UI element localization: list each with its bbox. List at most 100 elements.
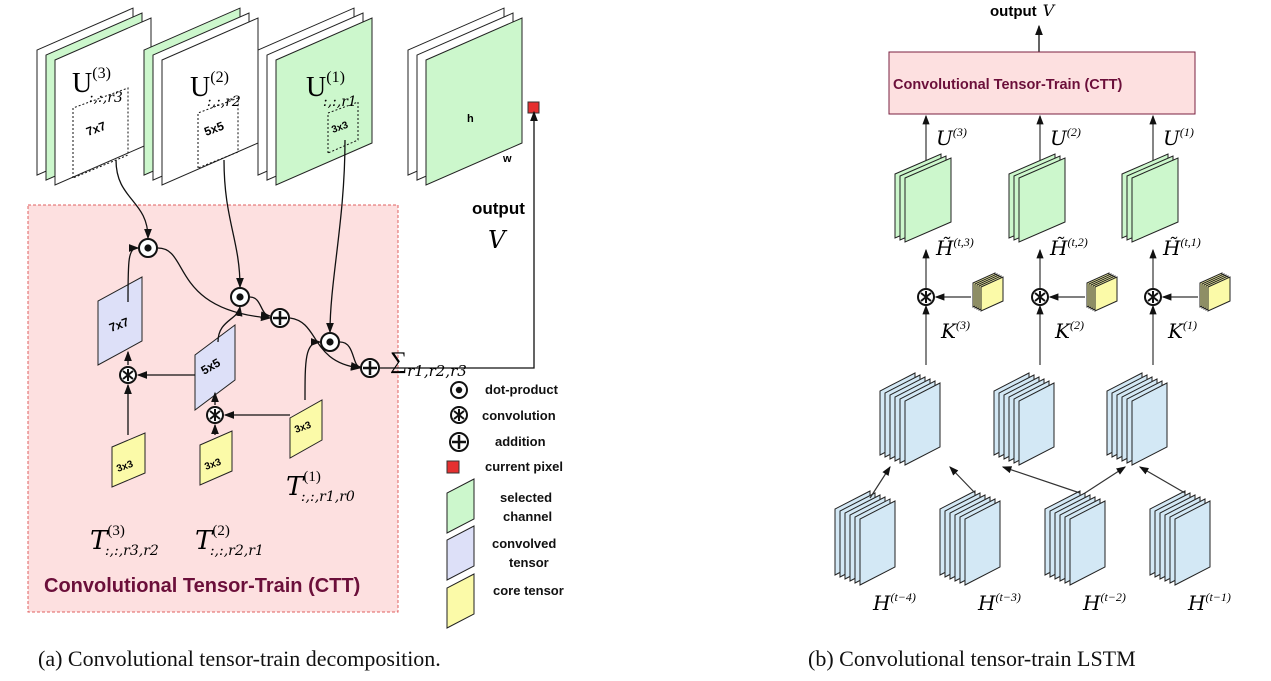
convolution-op-1-star (122, 369, 134, 381)
kernel-sheet-2 (1207, 276, 1231, 312)
convolution-op-1 (119, 366, 137, 384)
history-arrow-2 (1001, 466, 1081, 494)
convolution-op-b-0 (917, 288, 935, 306)
legend-channel: channel (503, 509, 552, 524)
history-sheet-1 (964, 500, 1001, 586)
selected-channel-swatch (446, 478, 475, 534)
core-label-t2: T(2):,:,r2,r1 (195, 523, 264, 559)
addition-icon (449, 432, 469, 452)
convolved-tensor-swatch (446, 525, 475, 581)
core-label-t3: T(3):,:,r3,r2 (90, 523, 159, 559)
core-tensor-1 (289, 399, 323, 459)
connectors-a (115, 110, 538, 435)
output-w-label: w (502, 153, 512, 165)
htilde-sheet-0 (904, 157, 952, 243)
history-arrow-4 (1138, 466, 1186, 494)
input-label-u2: U(2):,:,r2 (190, 69, 241, 110)
kernel-label-2: K(1) (1167, 318, 1197, 343)
history-label-0: H(t−4) (872, 590, 916, 615)
input-label-u1: U(1):,:,r1 (306, 69, 357, 110)
addition-icon-cross (452, 435, 466, 449)
hidden-mid-sheet-0 (904, 382, 941, 466)
caption-a: (a) Convolutional tensor-train decomposi… (38, 646, 441, 671)
convolved-tensor-7x7 (97, 276, 143, 366)
history-sheet-3 (1174, 500, 1211, 586)
core-tensor-3 (111, 432, 146, 488)
dot-product-op-3 (320, 332, 340, 352)
kernel-box-3x3 (327, 101, 359, 154)
convolution-op-2 (206, 406, 224, 424)
addition-op-2 (360, 358, 380, 378)
ctt-title-a: Convolutional Tensor-Train (CTT) (44, 575, 360, 597)
sheet-u3 (54, 17, 152, 186)
output-h-label: h (467, 113, 474, 125)
kernel-label-5x5: 5x5 (202, 119, 226, 139)
legend-dot-product: dot-product (485, 382, 559, 397)
sum-label: ∑r1,r2,r3 (390, 348, 467, 380)
kernel-box-7x7 (72, 87, 129, 179)
dot-product-op-2-dot (236, 293, 244, 301)
dot-product-op-3-dot (326, 338, 334, 346)
output-label: output (472, 199, 525, 218)
kernel-sheet-1 (1094, 276, 1118, 312)
history-label-3: H(t−1) (1187, 590, 1231, 615)
convolution-op-b-2-star (1147, 291, 1159, 303)
dot-product-icon (450, 381, 468, 399)
ctt-title-b: Convolutional Tensor-Train (CTT) (893, 77, 1122, 93)
history-arrow-0 (869, 465, 891, 499)
convolution-op-2-star (209, 409, 221, 421)
sheet-output-v (425, 17, 523, 186)
caption-b: (b) Convolutional tensor-train LSTM (808, 646, 1136, 671)
htilde-sheet-2 (1131, 157, 1179, 243)
kernel-sheet-0 (980, 276, 1004, 312)
core-label-t1: T(1):,:,r1,r0 (286, 469, 355, 505)
u-label-b-1: U(2) (1050, 125, 1081, 150)
convolution-icon (450, 406, 468, 424)
addition-op-1-cross (273, 311, 287, 325)
legend-current-pixel: current pixel (485, 459, 563, 474)
core-tensor-2 (199, 430, 233, 486)
htilde-label-0: H̃(t,3) (935, 235, 974, 260)
htilde-sheet-1 (1018, 157, 1066, 243)
legend-tensor: tensor (509, 555, 549, 570)
kernel-box-5x5 (197, 97, 239, 169)
legend-addition: addition (495, 434, 546, 449)
sheet-u1 (275, 17, 373, 186)
hidden-mid-sheet-1 (1018, 382, 1055, 466)
convolution-op-b-1-star (1034, 291, 1046, 303)
u-label-b-0: U(3) (936, 125, 967, 150)
history-arrow-3 (1084, 466, 1127, 494)
convolution-icon-star (453, 409, 465, 421)
history-sheet-0 (859, 500, 896, 586)
dot-product-op-2 (230, 287, 250, 307)
convolved-tensor-5x5 (194, 324, 236, 411)
convolved-label-7x7: 7x7 (107, 315, 131, 335)
convolution-op-b-0-star (920, 291, 932, 303)
history-arrow-1 (949, 466, 976, 494)
convolution-op-b-1 (1031, 288, 1049, 306)
addition-op-1 (270, 308, 290, 328)
dot-product-op-1-dot (144, 244, 152, 252)
htilde-label-2: H̃(t,1) (1162, 235, 1201, 260)
current-pixel-marker (527, 101, 540, 114)
history-label-1: H(t−3) (977, 590, 1021, 615)
convolution-op-b-2 (1144, 288, 1162, 306)
legend-core-tensor: core tensor (493, 583, 564, 598)
legend-selected: selected (500, 490, 552, 505)
output-symbol: V (488, 226, 508, 254)
history-sheet-2 (1069, 500, 1106, 586)
input-label-u3: U(3):,:,r3 (72, 65, 123, 106)
htilde-label-1: H̃(t,2) (1049, 235, 1088, 260)
u-label-b-2: U(1) (1163, 125, 1194, 150)
addition-op-2-cross (363, 361, 377, 375)
dot-product-op-1 (138, 238, 158, 258)
legend: dot-product convolution addition current… (482, 382, 564, 598)
ctt-box-b (888, 51, 1196, 115)
dot-product-icon-dot (455, 386, 463, 394)
legend-convolved: convolved (492, 536, 556, 551)
current-pixel-icon (446, 460, 460, 474)
kernel-label-0: K(3) (940, 318, 970, 343)
